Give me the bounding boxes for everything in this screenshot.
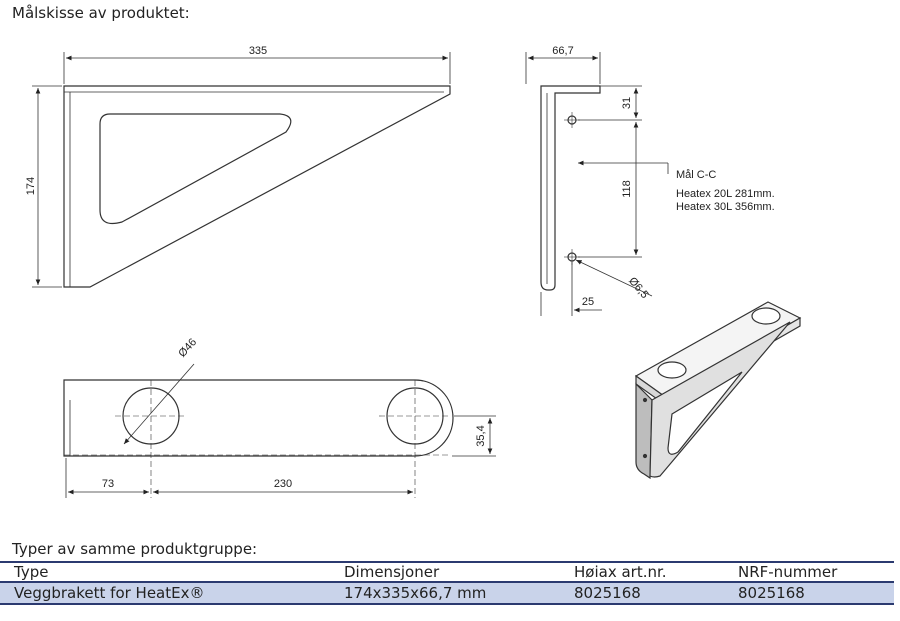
dim-large-hole-spacing: 230: [274, 478, 292, 490]
column-header: Høiax art.nr.: [560, 561, 724, 583]
isometric-view: [634, 301, 802, 480]
table-cell: Veggbrakett for HeatEx®: [0, 582, 330, 605]
callout-line-1: Mål C-C: [676, 169, 716, 181]
technical-drawing: 335 174 66,7 31 118 25 Ø6,5 Mål C-C Heat…: [25, 45, 802, 498]
dim-hole-inset: 25: [582, 296, 594, 308]
dim-flange: 66,7: [552, 45, 573, 57]
dim-hole-diameter: Ø6,5: [626, 275, 651, 301]
dim-height: 174: [25, 177, 37, 195]
callout-line-3: Heatex 30L 356mm.: [676, 201, 775, 213]
table-cell: 174x335x66,7 mm: [330, 582, 560, 605]
column-header: NRF-nummer: [724, 561, 894, 583]
dim-hole-spacing: 118: [621, 180, 633, 198]
product-group-title: Typer av samme produktgruppe:: [12, 540, 258, 558]
top-view: [63, 379, 454, 457]
callout-line-2: Heatex 20L 281mm.: [676, 188, 775, 200]
column-header: Type: [0, 561, 330, 583]
table-row[interactable]: Veggbrakett for HeatEx® 174x335x66,7 mm …: [0, 582, 894, 605]
dim-top-offset: 31: [621, 97, 633, 109]
table-header-row: Type Dimensjoner Høiax art.nr. NRF-numme…: [0, 561, 894, 583]
column-header: Dimensjoner: [330, 561, 560, 583]
table-cell: 8025168: [560, 582, 724, 605]
front-view: [540, 85, 601, 291]
side-view: [63, 85, 451, 288]
dim-width: 335: [249, 45, 267, 57]
table-cell: 8025168: [724, 582, 894, 605]
dim-first-hole: 73: [102, 478, 114, 490]
drawing-heading: Målskisse av produktet:: [12, 4, 190, 22]
product-group-table: Type Dimensjoner Høiax art.nr. NRF-numme…: [0, 561, 894, 605]
cutout-window: [99, 113, 292, 225]
dim-large-hole: Ø46: [176, 336, 199, 359]
dim-depth: 35,4: [475, 425, 487, 446]
